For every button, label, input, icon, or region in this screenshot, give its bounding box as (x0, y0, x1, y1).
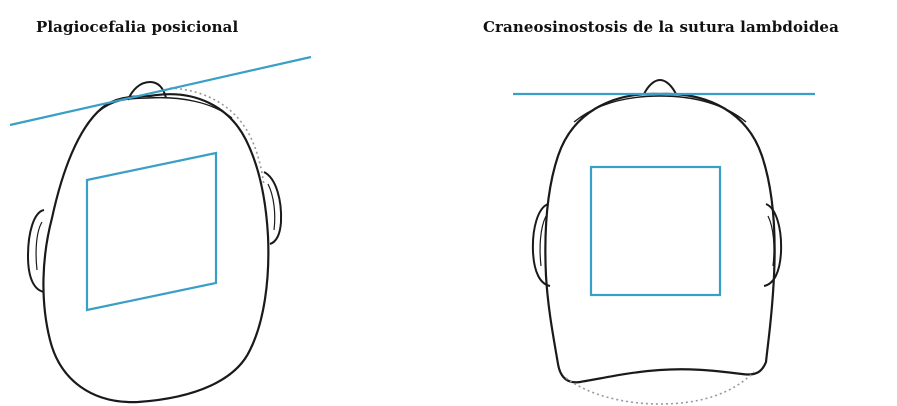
left-head-illustration (28, 82, 281, 402)
right-head-outline (545, 94, 774, 382)
left-head-right-ear (264, 172, 281, 244)
right-square (591, 167, 720, 295)
right-head-nose (644, 80, 676, 94)
left-tangent-line (10, 57, 311, 125)
right-head-illustration (533, 80, 781, 404)
left-head-left-ear-inner (36, 222, 42, 270)
left-skewed-quadrilateral (87, 153, 216, 310)
left-head-right-ear-inner (268, 184, 275, 230)
right-head-double-outline (574, 96, 746, 122)
right-head-dashed-contour (566, 372, 754, 404)
left-head-outline (43, 94, 268, 402)
